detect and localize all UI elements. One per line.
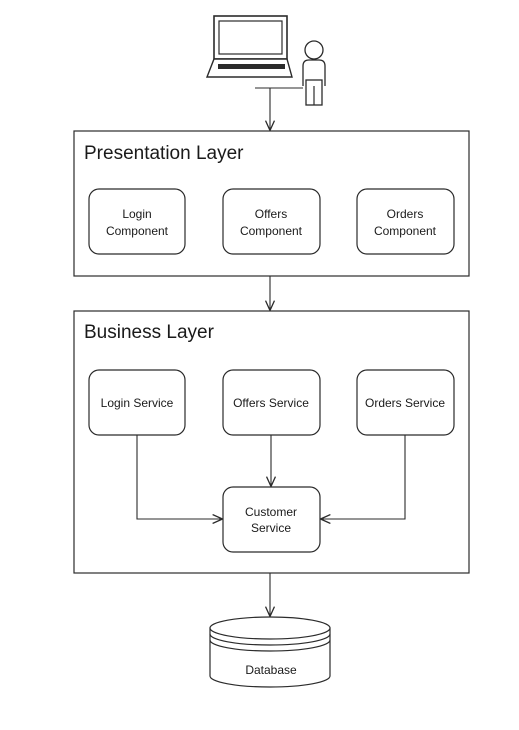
login-component: Login Component — [88, 188, 186, 255]
business-layer-title: Business Layer — [84, 322, 215, 343]
login-service: Login Service — [88, 369, 186, 436]
database-label: Database — [245, 663, 297, 677]
presentation-layer-title: Presentation Layer — [84, 143, 244, 164]
orders-service-label: Orders Service — [365, 396, 445, 410]
customer-service-label-line2: Service — [251, 521, 291, 535]
offers-service: Offers Service — [222, 369, 321, 436]
login-service-label: Login Service — [101, 396, 174, 410]
orders-component: Orders Component — [356, 188, 455, 255]
login-component-label-line2: Component — [106, 224, 169, 238]
customer-service: Customer Service — [222, 486, 321, 553]
orders-component-label-line2: Component — [374, 224, 437, 238]
business-layer: Business Layer Login Service Offers Serv… — [73, 310, 470, 574]
orders-service: Orders Service — [356, 369, 455, 436]
orders-component-label-line1: Orders — [387, 207, 424, 221]
database-icon: Database — [209, 616, 331, 688]
offers-component-label-line1: Offers — [255, 207, 287, 221]
offers-component-label-line2: Component — [240, 224, 303, 238]
user-icon — [302, 40, 326, 106]
presentation-layer: Presentation Layer Login Component Offer… — [73, 130, 470, 277]
customer-service-label-line1: Customer — [245, 505, 297, 519]
laptop-icon — [205, 15, 293, 78]
offers-service-label: Offers Service — [233, 396, 309, 410]
user-connector — [255, 87, 303, 130]
offers-component: Offers Component — [222, 188, 321, 255]
login-to-customer-arrow — [136, 435, 222, 519]
login-component-label-line1: Login — [122, 207, 151, 221]
orders-to-customer-arrow — [321, 435, 406, 519]
